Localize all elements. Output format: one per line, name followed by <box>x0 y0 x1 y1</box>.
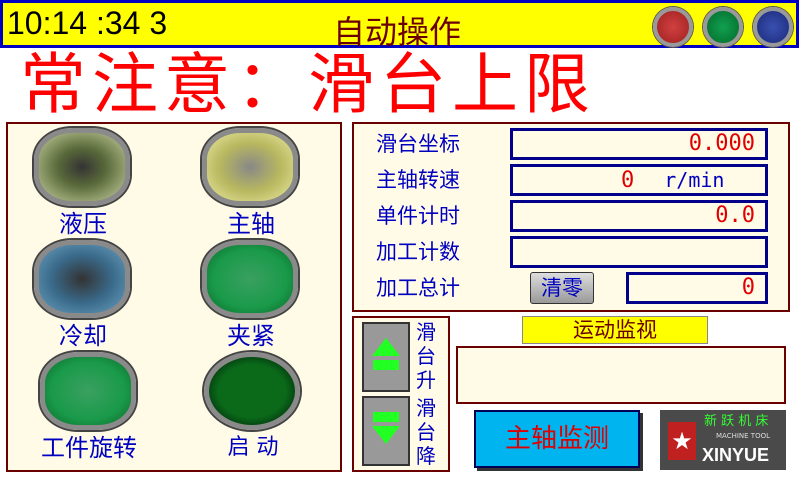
coolant-label: 冷却 <box>59 322 107 350</box>
clamp-label: 夹紧 <box>227 322 275 350</box>
logo-en: XINYUE <box>702 445 770 465</box>
slide-up-button[interactable] <box>362 322 410 392</box>
coolant-button[interactable] <box>34 240 130 318</box>
page-title: 自动操作 <box>333 13 462 51</box>
start-label: 启 动 <box>227 435 279 460</box>
clock: 10:14 :34 3 <box>7 5 168 41</box>
total-count-value: 0 <box>626 272 768 304</box>
arrow-down-icon <box>372 426 400 444</box>
motion-monitor-title: 运动监视 <box>522 316 708 344</box>
start-button[interactable] <box>204 352 300 430</box>
cycle-time-value: 0.0 <box>510 200 768 232</box>
logo-sub: MACHINE TOOL <box>716 432 771 440</box>
header-bar: 10:14 :34 3 自动操作 <box>0 0 799 51</box>
slide-down-label: 滑台降 <box>416 396 436 468</box>
green-lamp-icon[interactable] <box>703 7 743 47</box>
spindle-speed-unit: r/min <box>664 168 725 192</box>
spindle-speed-field: 0 r/min <box>510 164 768 196</box>
status-panel: 滑台坐标 0.000 主轴转速 0 r/min 单件计时 0.0 加工计数 加工总… <box>352 122 790 312</box>
hydraulic-button[interactable] <box>34 128 130 206</box>
workpiece-rotate-label: 工件旋转 <box>41 434 137 462</box>
clear-button[interactable]: 清零 <box>530 272 594 304</box>
workpiece-rotate-button[interactable] <box>40 352 136 430</box>
slide-down-button[interactable] <box>362 396 410 466</box>
slide-up-label: 滑台升 <box>416 320 436 392</box>
part-count-label: 加工计数 <box>376 240 460 264</box>
slide-position-label: 滑台坐标 <box>376 132 460 156</box>
red-lamp-icon[interactable] <box>653 7 693 47</box>
spindle-speed-label: 主轴转速 <box>376 168 460 192</box>
total-count-label: 加工总计 <box>376 276 460 300</box>
cycle-time-label: 单件计时 <box>376 204 460 228</box>
xinyue-logo: ★ 新 跃 机 床 MACHINE TOOL XINYUE <box>660 410 786 470</box>
motion-monitor-box <box>456 346 786 404</box>
clamp-button[interactable] <box>202 240 298 318</box>
part-count-value <box>510 236 768 268</box>
spindle-speed-value: 0 <box>621 168 635 193</box>
alarm-marquee: 常注意：滑台上限 <box>20 46 596 123</box>
arrow-up-icon <box>372 338 400 356</box>
spindle-button[interactable] <box>202 128 298 206</box>
hydraulic-label: 液压 <box>59 210 107 238</box>
logo-cn: 新 跃 机 床 <box>704 414 769 429</box>
spindle-label: 主轴 <box>227 210 275 238</box>
spindle-monitor-button[interactable]: 主轴监测 <box>474 410 640 468</box>
blue-lamp-icon[interactable] <box>753 7 793 47</box>
slide-position-value: 0.000 <box>510 128 768 160</box>
star-logo-icon: ★ <box>668 422 696 460</box>
